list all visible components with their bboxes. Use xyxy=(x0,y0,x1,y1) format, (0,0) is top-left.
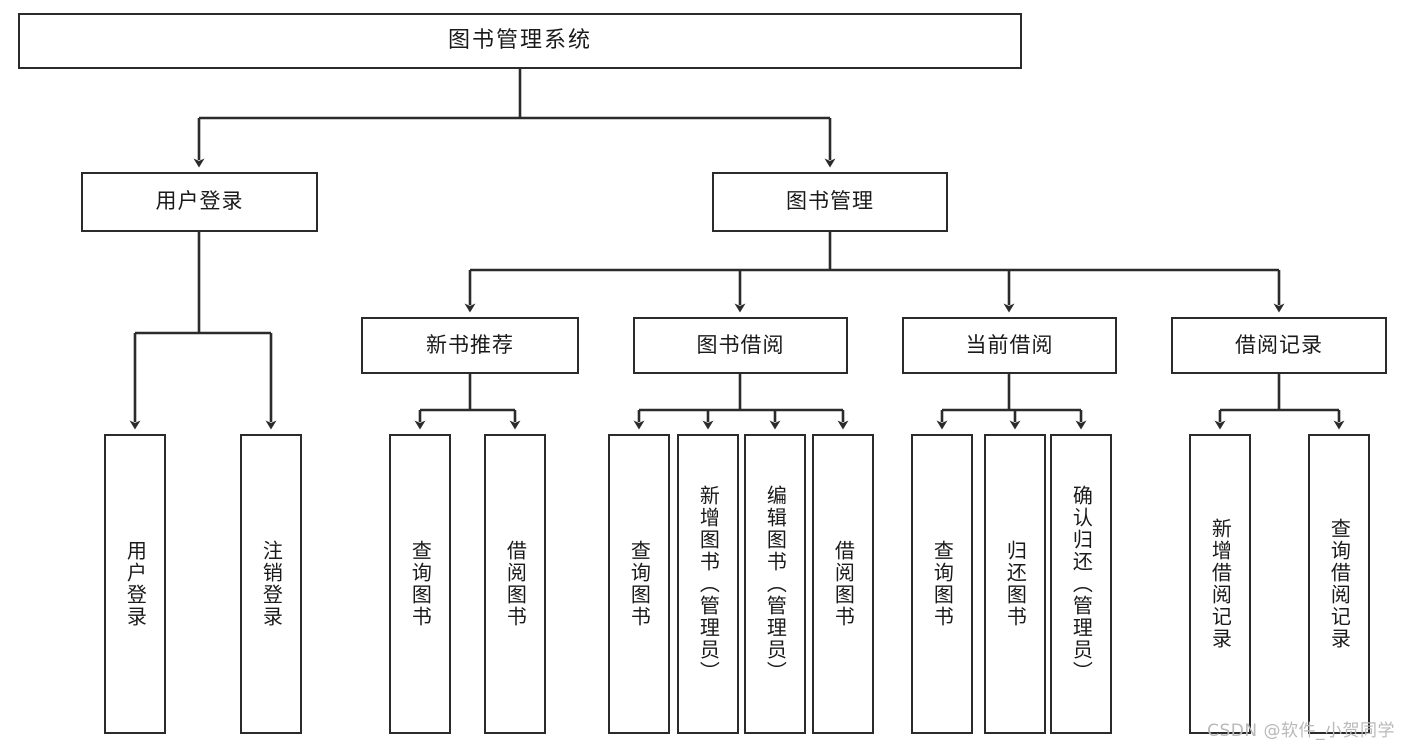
csdn-watermark: CSDN @软件_小贺同学 xyxy=(1207,721,1395,741)
node-leaf[interactable]: 查询图书 xyxy=(608,434,670,734)
node-leaf[interactable]: 编辑图书（管理员） xyxy=(744,434,806,734)
node-leaf[interactable]: 注销登录 xyxy=(240,434,302,734)
node-level3-book-borrow[interactable]: 图书借阅 xyxy=(633,317,848,374)
node-level2-book-management[interactable]: 图书管理 xyxy=(712,172,948,232)
node-level3-borrow-record[interactable]: 借阅记录 xyxy=(1171,317,1387,374)
node-leaf[interactable]: 用户登录 xyxy=(104,434,166,734)
node-level3-new-book-recommend[interactable]: 新书推荐 xyxy=(361,317,579,374)
node-leaf[interactable]: 归还图书 xyxy=(984,434,1046,734)
node-level3-current-borrow[interactable]: 当前借阅 xyxy=(902,317,1117,374)
node-leaf[interactable]: 新增借阅记录 xyxy=(1189,434,1251,734)
node-leaf[interactable]: 查询借阅记录 xyxy=(1308,434,1370,734)
node-leaf[interactable]: 查询图书 xyxy=(911,434,973,734)
node-level2-user-login[interactable]: 用户登录 xyxy=(81,172,318,232)
node-leaf[interactable]: 借阅图书 xyxy=(484,434,546,734)
node-leaf[interactable]: 确认归还（管理员） xyxy=(1050,434,1112,734)
node-root[interactable]: 图书管理系统 xyxy=(18,13,1022,69)
node-leaf[interactable]: 借阅图书 xyxy=(812,434,874,734)
node-leaf[interactable]: 查询图书 xyxy=(389,434,451,734)
node-leaf[interactable]: 新增图书（管理员） xyxy=(677,434,739,734)
